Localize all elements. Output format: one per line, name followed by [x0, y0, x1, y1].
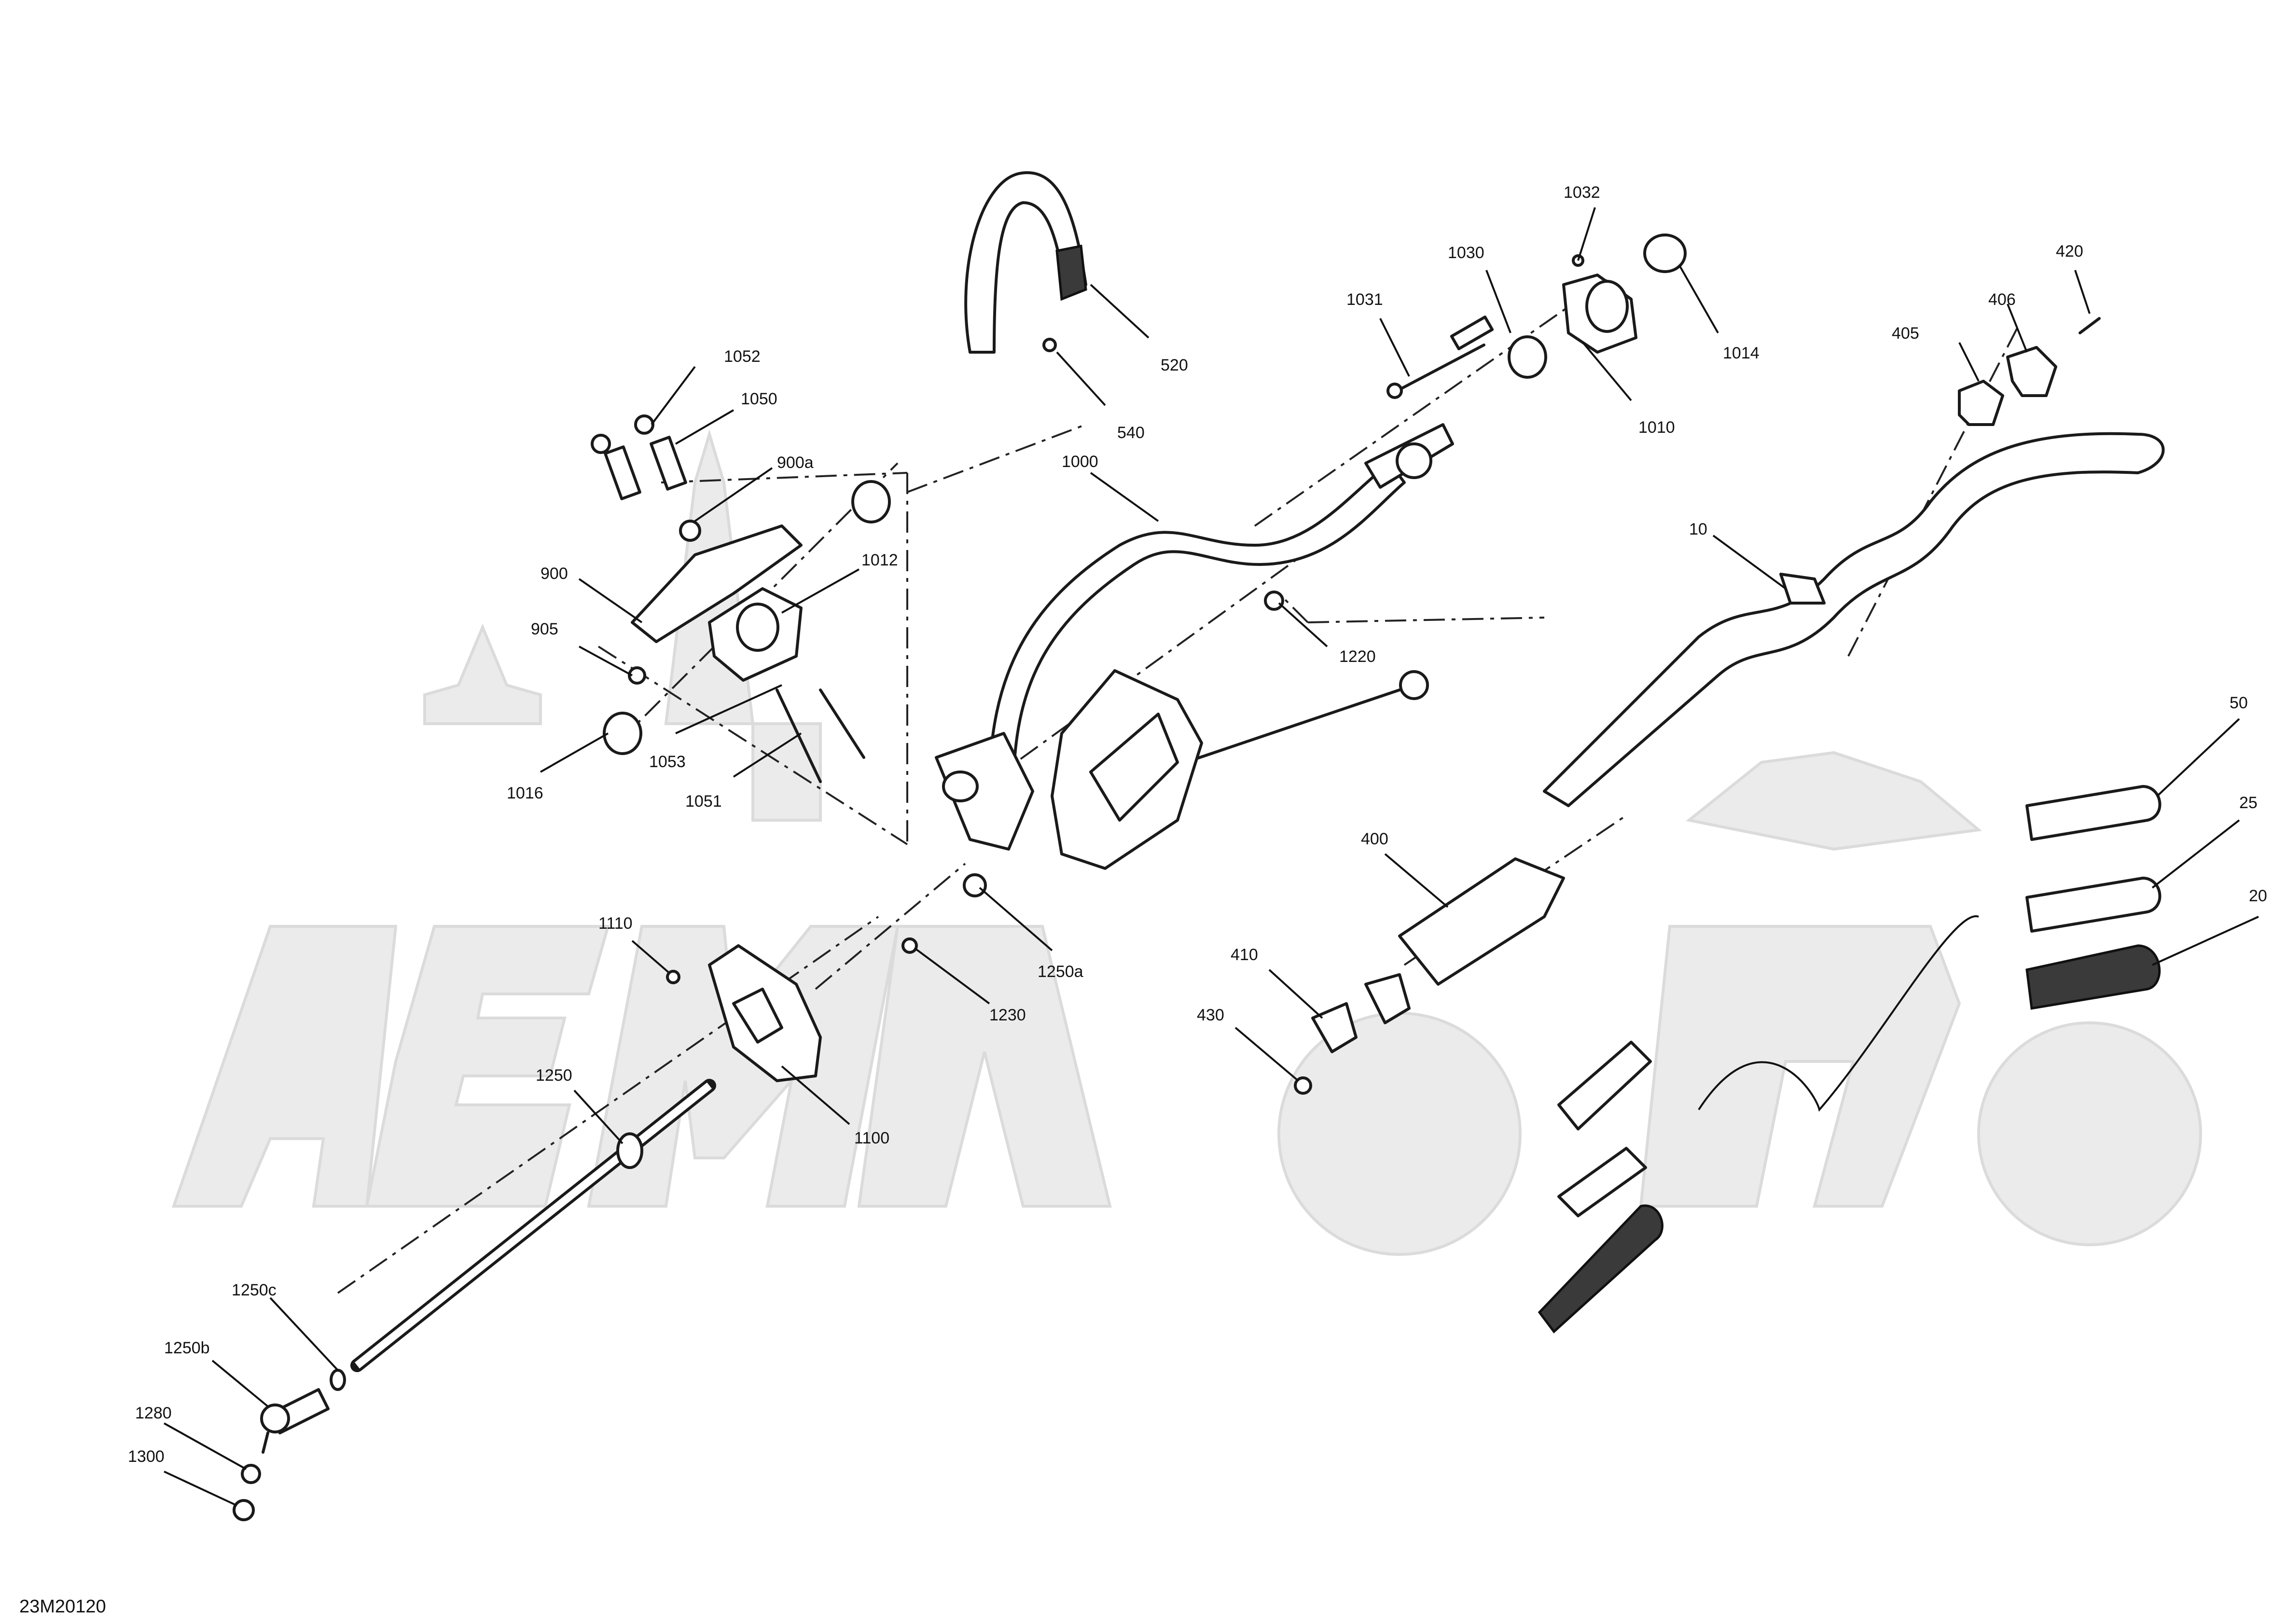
callout-labels: 520 540 1032 1030 1031 1014 1010 420 406…: [128, 183, 2267, 1466]
callout-1032: 1032: [1564, 183, 1600, 202]
callout-1250c: 1250c: [232, 1281, 277, 1299]
callout-1030: 1030: [1448, 244, 1484, 262]
part-clamps-405-406-420: [1958, 317, 2101, 426]
callout-406: 406: [1988, 290, 2016, 309]
callout-1230: 1230: [989, 1006, 1026, 1024]
part-lower-clamp-group: [591, 414, 891, 783]
part-steering-bracket: [1051, 669, 1203, 870]
callout-1014: 1014: [1723, 344, 1760, 362]
callout-1031: 1031: [1346, 290, 1383, 309]
part-bracket-400-group: [1294, 857, 1565, 1095]
part-cover-1100-group: [666, 873, 987, 1082]
callout-1053: 1053: [649, 753, 686, 771]
callout-900a: 900a: [777, 454, 814, 472]
callout-430: 430: [1197, 1006, 1224, 1024]
callout-1050: 1050: [741, 390, 777, 408]
callout-1280: 1280: [135, 1404, 172, 1422]
part-clamp-1010-group: [1386, 234, 1687, 399]
callout-20: 20: [2249, 887, 2267, 905]
callout-1012: 1012: [861, 551, 898, 569]
callout-leader-lines: [164, 207, 2259, 1506]
callout-420: 420: [2056, 242, 2083, 261]
diagram-reference-code: 23M20120: [19, 1596, 106, 1617]
callout-1016: 1016: [507, 784, 543, 802]
callout-405: 405: [1892, 324, 1919, 343]
callout-1220: 1220: [1339, 647, 1376, 666]
callout-1110: 1110: [598, 914, 633, 933]
callout-1010: 1010: [1638, 418, 1675, 437]
part-steering-shaft-1250: [233, 1079, 716, 1521]
callout-900: 900: [541, 564, 568, 583]
callout-50: 50: [2230, 694, 2248, 712]
callout-520: 520: [1161, 356, 1188, 374]
callout-1250b: 1250b: [164, 1339, 210, 1357]
part-tie-rod-1220: [1070, 591, 1429, 802]
callout-410: 410: [1231, 946, 1258, 964]
watermark-logo: [171, 429, 2202, 1256]
assembly-axis-lines: [337, 279, 2018, 1294]
part-handlebar-10: [1543, 432, 2165, 807]
callout-1100: 1100: [854, 1129, 889, 1147]
callout-1051: 1051: [685, 792, 722, 811]
callout-1250a: 1250a: [1038, 963, 1083, 981]
callout-1300: 1300: [128, 1447, 165, 1466]
part-handlebar-cover-520: [964, 171, 1087, 354]
callout-1000: 1000: [1062, 453, 1098, 471]
callout-1052: 1052: [724, 347, 761, 366]
part-handlebar-riser-1000: [935, 423, 1454, 851]
callout-10: 10: [1689, 520, 1707, 538]
callout-905: 905: [531, 620, 558, 638]
part-grips-group: [1538, 785, 2162, 1334]
callout-25: 25: [2239, 794, 2258, 812]
callout-1250: 1250: [536, 1066, 572, 1085]
callout-540: 540: [1117, 424, 1145, 442]
callout-400: 400: [1361, 830, 1388, 848]
